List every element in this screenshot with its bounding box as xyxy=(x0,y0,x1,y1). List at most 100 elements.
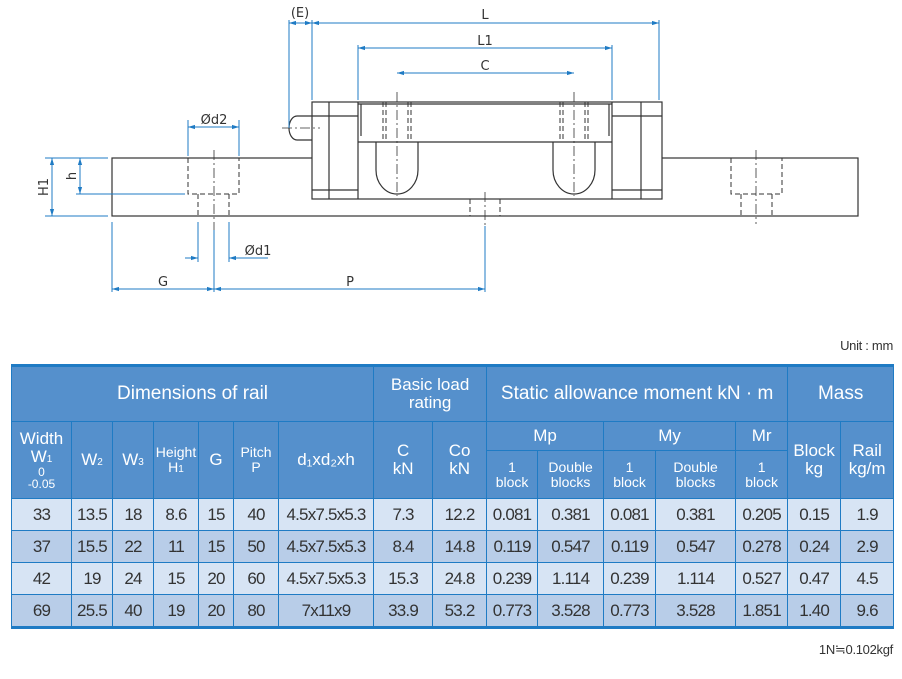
one-label: 1 xyxy=(757,459,766,475)
rail-outline xyxy=(111,101,859,217)
table-cell: 4.5x7.5x5.3 xyxy=(277,530,375,563)
table-cell: 18 xyxy=(112,498,154,531)
w1-sub: 1 xyxy=(46,454,53,465)
block-label: block xyxy=(613,473,646,490)
c-unit: kN xyxy=(392,459,414,478)
table-cell: 37 xyxy=(11,530,72,563)
col-mp: Mp xyxy=(486,420,605,452)
w3-label: W xyxy=(122,450,139,470)
table-cell: 4.5x7.5x5.3 xyxy=(277,562,375,595)
co-label: Co xyxy=(448,441,471,461)
table-cell: 0.547 xyxy=(655,530,737,563)
label-g: G xyxy=(158,275,168,290)
table-cell: 0.081 xyxy=(603,498,657,531)
table-cell: 0.527 xyxy=(735,562,789,595)
table-cell: 0.381 xyxy=(537,498,605,531)
table-cell: 15.3 xyxy=(373,562,434,595)
table-cell: 11 xyxy=(153,530,199,563)
table-cell: 0.119 xyxy=(486,530,539,563)
hidden-lines xyxy=(187,102,783,216)
table-cell: 0.773 xyxy=(603,594,657,628)
col-w2: W2 xyxy=(71,421,113,499)
table-cell: 0.381 xyxy=(655,498,737,531)
block-mass-label: Block xyxy=(793,441,835,461)
table-cell: 0.24 xyxy=(787,530,842,563)
w2-label: W xyxy=(81,450,98,470)
table-cell: 25.5 xyxy=(71,594,113,628)
table-cell: 3.528 xyxy=(537,594,605,628)
dimension-labels: (E) L L1 C Ød2 Ød1 G P H1 h xyxy=(37,6,493,290)
table-cell: 4.5 xyxy=(840,562,895,595)
label-d2: Ød2 xyxy=(201,113,228,128)
header-load-rating: Basic load rating xyxy=(373,365,488,422)
label-d1: Ød1 xyxy=(245,244,272,259)
table-cell: 19 xyxy=(71,562,113,595)
table-cell: 1.114 xyxy=(655,562,737,595)
table-cell: 19 xyxy=(153,594,199,628)
label-l: L xyxy=(481,8,489,23)
w1-tol-upper: 0 xyxy=(38,464,45,479)
load-line2: rating xyxy=(408,393,452,412)
table-cell: 0.278 xyxy=(735,530,789,563)
table-cell: 9.6 xyxy=(840,594,895,628)
w1-label: W xyxy=(30,447,47,466)
width-label: Width xyxy=(19,429,64,449)
table-cell: 42 xyxy=(11,562,72,595)
table-cell: 22 xyxy=(112,530,154,563)
table-cell: 12.2 xyxy=(432,498,488,531)
col-mr: Mr xyxy=(735,420,789,452)
table-cell: 24 xyxy=(112,562,154,595)
w1-tol-lower: -0.05 xyxy=(27,476,56,491)
table-cell: 80 xyxy=(233,594,279,628)
table-cell: 7.3 xyxy=(373,498,434,531)
double-label: Double xyxy=(673,459,718,475)
label-c: C xyxy=(480,59,489,74)
height-label: Height xyxy=(155,443,197,460)
linear-guide-drawing: (E) L L1 C Ød2 Ød1 G P H1 h xyxy=(37,6,859,292)
table-cell: 69 xyxy=(11,594,72,628)
c-label: C xyxy=(396,441,410,461)
table-cell: 1.9 xyxy=(840,498,895,531)
label-h1: H1 xyxy=(37,178,52,196)
header-dimensions: Dimensions of rail xyxy=(10,365,375,422)
h1-sub: 1 xyxy=(178,463,184,475)
table-cell: 7x11x9 xyxy=(277,594,375,628)
load-line1: Basic load xyxy=(390,375,470,395)
table-cell: 8.4 xyxy=(373,530,434,563)
col-w3: W3 xyxy=(112,421,154,499)
table-cell: 40 xyxy=(233,498,279,531)
footnote: 1N≒0.102kgf xyxy=(818,642,893,657)
table-cell: 60 xyxy=(233,562,279,595)
rail-spec-table: Dimensions of rail Basic load rating Sta… xyxy=(10,364,895,629)
table-cell: 0.239 xyxy=(603,562,657,595)
header-mass: Mass xyxy=(787,365,895,422)
table-cell: 15 xyxy=(198,498,234,531)
table-cell: 14.8 xyxy=(432,530,488,563)
p-label: P xyxy=(251,459,261,475)
table-cell: 33.9 xyxy=(373,594,434,628)
table-cell: 15.5 xyxy=(71,530,113,563)
table-cell: 1.114 xyxy=(537,562,605,595)
table-cell: 1.851 xyxy=(735,594,789,628)
label-l1: L1 xyxy=(477,34,493,49)
blocks-label: blocks xyxy=(550,473,591,490)
one-label: 1 xyxy=(625,459,634,475)
table-cell: 4.5x7.5x5.3 xyxy=(277,498,375,531)
rail-mass-unit: kg/m xyxy=(848,459,886,478)
table-cell: 0.205 xyxy=(735,498,789,531)
table-cell: 0.15 xyxy=(787,498,842,531)
table-cell: 33 xyxy=(11,498,72,531)
table-cell: 3.528 xyxy=(655,594,737,628)
block-mass-unit: kg xyxy=(805,459,824,478)
table-cell: 15 xyxy=(153,562,199,595)
